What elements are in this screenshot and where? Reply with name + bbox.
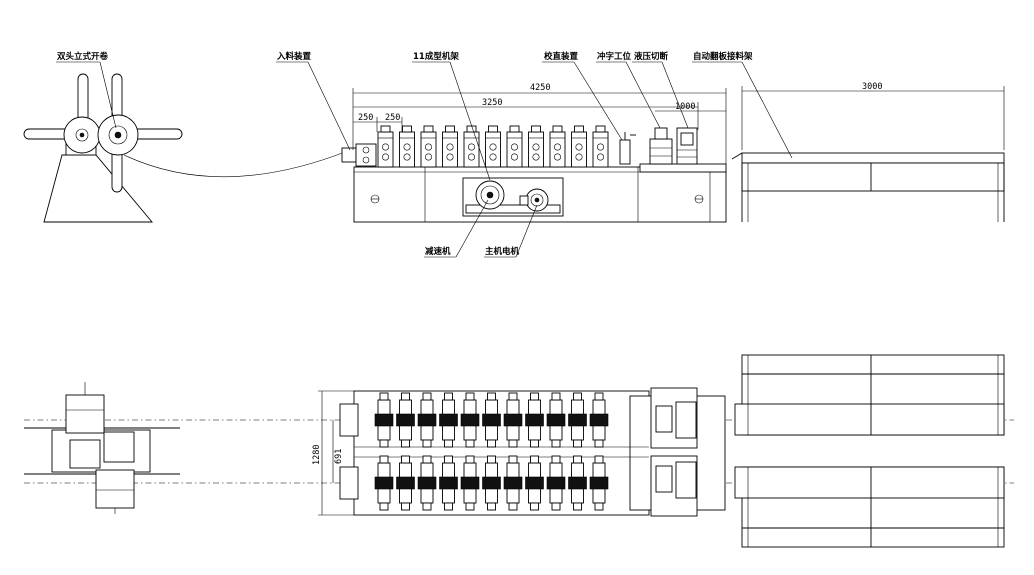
- label-punching: 冲字工位: [597, 51, 632, 62]
- forming-stand: [485, 125, 501, 168]
- forming-stand-plan-upper: [482, 392, 501, 448]
- forming-stand-plan-lower: [460, 455, 480, 511]
- dim-plan-width: 1280: [312, 445, 322, 465]
- runout-table-side: [731, 152, 1005, 222]
- forming-stand-plan-lower: [568, 455, 587, 511]
- forming-stand-plan-upper: [568, 392, 587, 448]
- forming-stand-plan-lower: [396, 455, 415, 511]
- dim-table-length: 3000: [862, 82, 882, 92]
- dimension-lines-top: [352, 86, 1005, 165]
- forming-stand-plan-upper: [396, 392, 415, 448]
- forming-stand-plan-upper: [525, 392, 544, 448]
- straightener-side: [619, 132, 636, 165]
- forming-stand-plan-upper: [374, 392, 394, 448]
- forming-stand: [399, 125, 415, 168]
- forming-stand-plan-upper: [546, 392, 566, 448]
- forming-stand-plan-upper: [460, 392, 480, 448]
- forming-stand-plan-upper: [439, 392, 458, 448]
- forming-stands-side: [377, 125, 609, 168]
- label-feeding: 入料装置: [276, 51, 312, 62]
- dim-pitch-2: 250: [385, 113, 400, 123]
- punching-station-side: [649, 127, 673, 165]
- label-straightening: 校直装置: [544, 51, 579, 62]
- dim-plan-inner-width: 691: [334, 449, 344, 464]
- hydraulic-cut-side: [676, 127, 698, 165]
- dim-forming-length: 3250: [482, 98, 502, 108]
- forming-stand-plan-lower: [439, 455, 458, 511]
- decoiler-side-view: [23, 73, 183, 223]
- label-reducer: 减速机: [425, 246, 451, 257]
- forming-stand-plan-lower: [417, 455, 437, 511]
- dim-total-length: 4250: [530, 83, 550, 93]
- forming-stand-plan-lower: [503, 455, 523, 511]
- label-cutting: 液压切断: [634, 51, 669, 62]
- callout-leaders: [56, 61, 793, 258]
- forming-stand: [463, 125, 480, 168]
- forming-stand: [420, 125, 437, 168]
- forming-stand-plan-lower: [589, 455, 609, 511]
- forming-stand: [506, 125, 523, 168]
- forming-stand-plan-lower: [546, 455, 566, 511]
- forming-stand-plan-lower: [525, 455, 544, 511]
- feeding-device-side: [341, 143, 377, 167]
- dim-cut-section: 1000: [675, 102, 695, 112]
- forming-stand: [442, 125, 458, 168]
- forming-stand: [549, 125, 566, 168]
- forming-stand: [592, 125, 609, 168]
- forming-stand: [571, 125, 587, 168]
- forming-stand-plan-lower: [374, 455, 394, 511]
- forming-stand-plan-upper: [417, 392, 437, 448]
- forming-stands-plan: [374, 392, 609, 511]
- forming-stand: [377, 125, 394, 168]
- runout-table-plan: [734, 354, 1005, 548]
- label-forming: 11成型机架: [413, 51, 459, 62]
- dimension-lines-plan: [318, 390, 354, 516]
- label-motor: 主机电机: [485, 246, 520, 257]
- label-stacker: 自动翻板接料架: [693, 51, 753, 62]
- strip-curve: [123, 151, 346, 178]
- forming-stand-plan-upper: [589, 392, 609, 448]
- dim-pitch-1: 250: [358, 113, 373, 123]
- decoiler-plan-view: [24, 382, 180, 514]
- forming-stand: [528, 125, 544, 168]
- forming-machine-side-view: [353, 163, 727, 223]
- forming-stand-plan-upper: [503, 392, 523, 448]
- forming-stand-plan-lower: [482, 455, 501, 511]
- label-decoiler: 双头立式开卷: [57, 51, 109, 62]
